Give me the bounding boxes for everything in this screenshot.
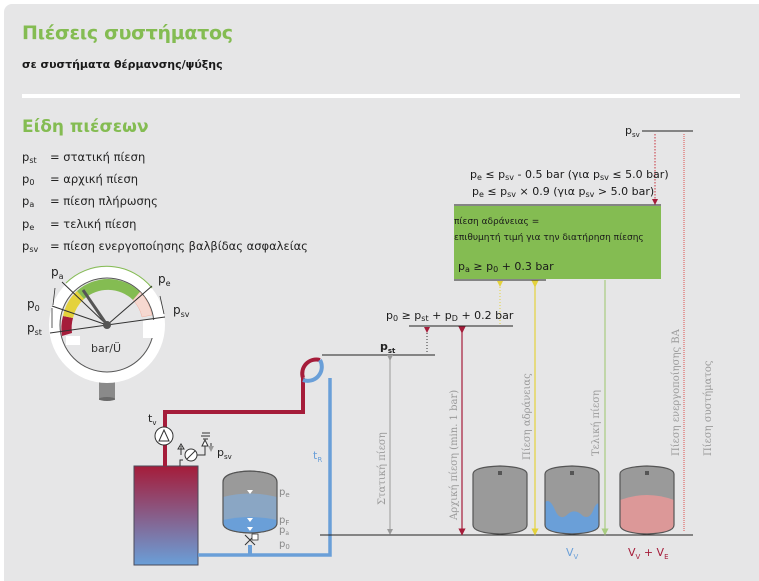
- pa-formula: pa ≥ p0 + 0.3 bar: [458, 260, 554, 274]
- vessel-label-p0: p0: [279, 539, 290, 551]
- gauge-label-pe: pe: [158, 272, 171, 288]
- boiler: [133, 465, 199, 566]
- psv-level-label: psv: [625, 124, 640, 139]
- heating-system: [133, 357, 332, 566]
- return-pipe: [198, 378, 332, 557]
- page-title: Πιέσεις συστήματος: [22, 22, 233, 44]
- vlabel-inertia: Πίεση αδράνειας: [522, 373, 533, 460]
- vve-label: VV + VE: [628, 546, 669, 561]
- legend-item-final: pe= τελική πίεση: [22, 216, 137, 232]
- vlabel-static: Στατική πίεση: [377, 432, 388, 505]
- gauge-needle: [81, 289, 109, 326]
- psv-system-label: psv: [217, 446, 232, 461]
- tr-label: tR: [313, 449, 322, 464]
- legend-item-static: pst= στατική πίεση: [22, 150, 146, 165]
- gauge-arc-static: [61, 316, 73, 336]
- pressure-gauge: [49, 265, 166, 401]
- tv-label: tv: [148, 412, 156, 427]
- expansion-vessel: [222, 470, 278, 555]
- vessel-label-pe: pe: [279, 487, 290, 499]
- vessel-label-pf: pF: [279, 515, 289, 527]
- legend-item-fill: pa= πίεση πλήρωσης: [22, 194, 158, 210]
- pe-formula-low: pe ≤ psv - 0.5 bar (για psv ≤ 5.0 bar): [470, 168, 669, 182]
- pst-level-label: pst: [380, 340, 396, 355]
- vlabel-initial: Αρχική πίεση (min. 1 bar): [449, 390, 460, 521]
- vlabel-relief: Πίεση ενεργοποίησης ΒΑ: [671, 328, 682, 456]
- gauge-unit-label: bar/Ü: [91, 342, 121, 355]
- safety-valve-icon: [201, 438, 209, 447]
- pressure-legend: pst= στατική πίεση p0= αρχική πίεση pa= …: [22, 148, 308, 259]
- section-title: Είδη πιέσεων: [22, 117, 149, 137]
- p0-formula: p0 ≥ pst + pD + 0.2 bar: [386, 309, 514, 323]
- gauge-label-psv: psv: [173, 303, 190, 319]
- vessel-full-volume: [619, 465, 675, 535]
- vessel-expansion-volume: [544, 465, 600, 535]
- gauge-label-p0: p0: [27, 297, 40, 313]
- inertia-pressure-description: πίεση αδράνειας = επιθυμητή τιμή για την…: [454, 217, 644, 243]
- vlabel-final: Τελική πίεση: [591, 390, 602, 456]
- vv-label: VV: [566, 546, 579, 561]
- gauge-arc-working: [77, 279, 140, 300]
- inertia-pressure-box: [454, 206, 661, 279]
- gauge-label-pst: pst: [27, 321, 42, 337]
- pe-formula-high: pe ≤ psv × 0.9 (για psv > 5.0 bar): [472, 185, 655, 199]
- vlabel-system: Πίεση συστήματος: [703, 360, 714, 456]
- legend-item-relief: psv= πίεση ενεργοποίησης βαλβίδας ασφαλε…: [22, 238, 308, 254]
- gauge-label-pa: pa: [51, 265, 64, 281]
- vessel-empty: [472, 465, 528, 535]
- legend-item-initial: p0= αρχική πίεση: [22, 172, 139, 188]
- page-subtitle: σε συστήματα θέρμανσης/ψύξης: [22, 58, 223, 71]
- vessel-label-pa: pa: [279, 525, 289, 537]
- divider: [22, 94, 740, 98]
